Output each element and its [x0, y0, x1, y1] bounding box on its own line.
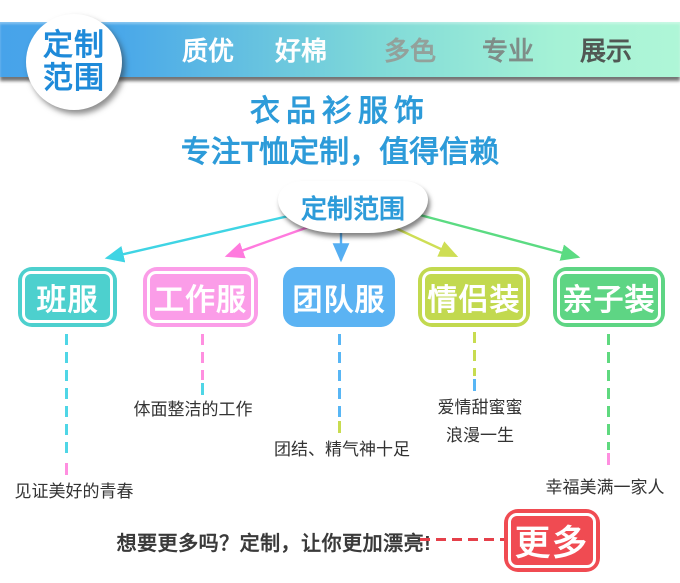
benefit-work-uniform: 体面整洁的工作 [133, 400, 253, 419]
category-box-couple-wear[interactable]: 情侣装 [418, 267, 530, 327]
benefit-couple-line2: 浪漫一生 [446, 426, 514, 445]
benefit-team-uniform: 团结、精气神十足 [274, 440, 410, 459]
category-label: 工作服 [154, 284, 247, 317]
connector-line-family [607, 334, 610, 450]
category-label: 亲子装 [562, 284, 656, 317]
arrow-to-family-wear [400, 208, 581, 261]
category-label: 班服 [36, 284, 99, 317]
badge-line1: 定制 [43, 29, 105, 62]
category-label: 团队服 [292, 284, 386, 317]
benefit-couple-line1: 爱情甜蜜蜜 [437, 398, 523, 417]
scope-badge: 定制 范围 [26, 14, 122, 110]
arrow-to-work-uniform [224, 222, 318, 259]
benefit-class-uniform: 见证美好的青春 [14, 482, 134, 501]
category-box-team-uniform[interactable]: 团队服 [283, 267, 395, 327]
benefit-family-wear: 幸福美满一家人 [545, 478, 665, 497]
nav-item-colors[interactable]: 多色 [383, 36, 437, 66]
benefit-couple-wear: 爱情甜蜜蜜 浪漫一生 [438, 394, 523, 450]
category-box-work-uniform[interactable]: 工作服 [143, 267, 258, 327]
nav-item-cotton[interactable]: 好棉 [274, 36, 328, 66]
brand-slogan: 专注T恤定制，值得信赖 [180, 136, 500, 169]
nav-item-quality[interactable]: 质优 [181, 36, 235, 66]
connector-line-couple [473, 332, 476, 376]
more-button-label: 更多 [514, 524, 589, 563]
more-button[interactable]: 更多 [504, 509, 600, 572]
nav-item-pro[interactable]: 专业 [481, 36, 535, 66]
nav-item-showcase[interactable]: 展示 [579, 36, 633, 66]
category-box-family-wear[interactable]: 亲子装 [553, 267, 665, 327]
connector-line-work [201, 334, 204, 380]
connector-accent-family [607, 453, 610, 465]
cta-dashed-line [420, 538, 505, 541]
category-box-class-uniform[interactable]: 班服 [18, 267, 117, 327]
connector-accent-work [201, 383, 204, 395]
connector-line-class [65, 334, 68, 460]
brand-title: 衣品衫服饰 [250, 95, 430, 128]
root-node: 定制范围 [278, 181, 428, 233]
category-label: 情侣装 [427, 284, 521, 317]
connector-line-team [338, 334, 341, 418]
root-node-label: 定制范围 [300, 193, 405, 224]
arrow-to-class-uniform [104, 213, 294, 263]
connector-accent-team [338, 421, 341, 433]
connector-accent-class [65, 463, 68, 475]
cta-text: 想要更多吗？定制，让你更加漂亮! [116, 533, 432, 555]
badge-line2: 范围 [43, 62, 105, 95]
connector-accent-couple [473, 379, 476, 391]
